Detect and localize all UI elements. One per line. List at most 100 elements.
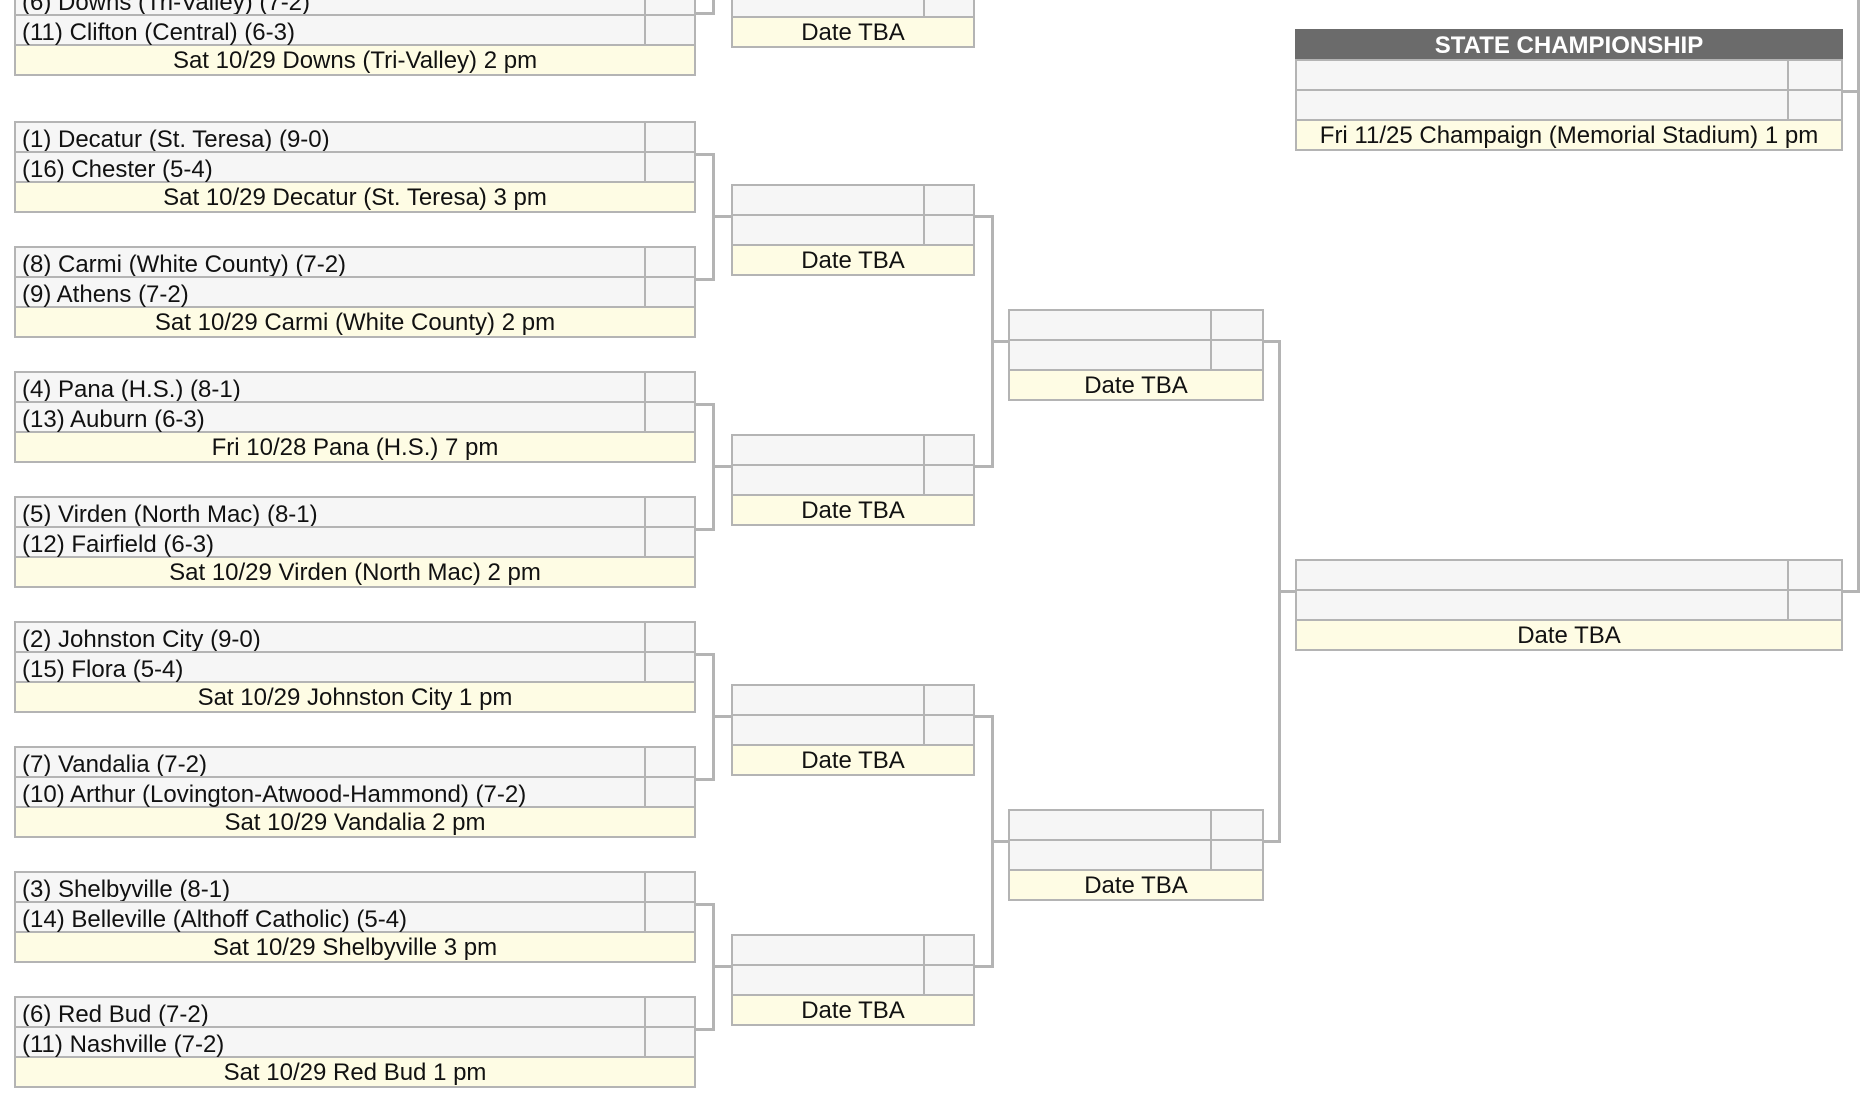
team-score: [644, 903, 694, 931]
bracket-line: [696, 528, 715, 531]
team-row[interactable]: [731, 714, 975, 746]
team-score: [1787, 91, 1841, 119]
team-row[interactable]: [1008, 339, 1264, 371]
team-score: [923, 686, 973, 714]
team-row[interactable]: (9) Athens (7-2): [14, 276, 696, 308]
team-row[interactable]: [731, 684, 975, 716]
team-score: [923, 936, 973, 964]
bracket-line: [712, 0, 715, 15]
game-info: Sat 10/29 Carmi (White County) 2 pm: [14, 306, 696, 338]
team-name: (2) Johnston City (9-0): [22, 626, 261, 653]
team-row[interactable]: [731, 0, 975, 18]
team-row[interactable]: (11) Clifton (Central) (6-3): [14, 14, 696, 46]
bracket-line: [696, 12, 715, 15]
team-row[interactable]: (13) Auburn (6-3): [14, 401, 696, 433]
first-round-game: (7) Vandalia (7-2) (10) Arthur (Lovingto…: [14, 746, 696, 838]
team-score: [644, 1028, 694, 1056]
bracket-line: [1264, 840, 1281, 843]
bracket-line: [991, 840, 1008, 843]
team-score: [923, 0, 973, 16]
team-row[interactable]: (1) Decatur (St. Teresa) (9-0): [14, 121, 696, 153]
team-row[interactable]: [1295, 59, 1843, 91]
team-row[interactable]: [731, 434, 975, 466]
semifinal-game: Date TBA: [1295, 559, 1843, 651]
game-info: Date TBA: [731, 244, 975, 276]
team-row[interactable]: (10) Arthur (Lovington-Atwood-Hammond) (…: [14, 776, 696, 808]
bracket-line: [1264, 340, 1281, 343]
game-info: Date TBA: [1295, 619, 1843, 651]
bracket-line: [696, 903, 715, 906]
team-row[interactable]: [1008, 309, 1264, 341]
game-info: Date TBA: [1008, 369, 1264, 401]
team-row[interactable]: [1295, 89, 1843, 121]
second-round-game: Date TBA: [731, 684, 975, 776]
first-round-game: (5) Virden (North Mac) (8-1) (12) Fairfi…: [14, 496, 696, 588]
bracket-line: [696, 403, 715, 406]
team-row[interactable]: [731, 214, 975, 246]
bracket-line: [1278, 590, 1295, 593]
bracket-line: [696, 153, 715, 156]
quarterfinal-game: Date TBA: [1008, 809, 1264, 901]
bracket-line: [696, 1028, 715, 1031]
first-round-game: (8) Carmi (White County) (7-2) (9) Athen…: [14, 246, 696, 338]
team-row[interactable]: [1008, 839, 1264, 871]
bracket-line: [696, 778, 715, 781]
team-row[interactable]: (2) Johnston City (9-0): [14, 621, 696, 653]
team-row[interactable]: (4) Pana (H.S.) (8-1): [14, 371, 696, 403]
team-row[interactable]: (7) Vandalia (7-2): [14, 746, 696, 778]
team-row[interactable]: (12) Fairfield (6-3): [14, 526, 696, 558]
bracket-line: [712, 715, 731, 718]
team-score: [644, 123, 694, 151]
team-row[interactable]: [731, 464, 975, 496]
team-row[interactable]: (15) Flora (5-4): [14, 651, 696, 683]
team-name: (3) Shelbyville (8-1): [22, 876, 231, 903]
team-score: [923, 186, 973, 214]
second-round-game: Date TBA: [731, 0, 975, 48]
game-info: Date TBA: [731, 16, 975, 48]
team-row[interactable]: [1295, 559, 1843, 591]
game-info: Date TBA: [731, 744, 975, 776]
game-info: Sat 10/29 Vandalia 2 pm: [14, 806, 696, 838]
championship-title: STATE CHAMPIONSHIP: [1295, 29, 1843, 60]
team-row[interactable]: [1295, 589, 1843, 621]
bracket-line: [975, 715, 994, 718]
team-score: [923, 216, 973, 244]
team-row[interactable]: (5) Virden (North Mac) (8-1): [14, 496, 696, 528]
team-name: (5) Virden (North Mac) (8-1): [22, 501, 318, 528]
team-score: [644, 498, 694, 526]
state-championship-game: STATE CHAMPIONSHIP Fri 11/25 Champaign (…: [1295, 29, 1843, 151]
team-score: [923, 436, 973, 464]
bracket-line: [712, 215, 731, 218]
team-score: [644, 998, 694, 1026]
team-row[interactable]: (3) Shelbyville (8-1): [14, 871, 696, 903]
team-row[interactable]: (8) Carmi (White County) (7-2): [14, 246, 696, 278]
team-row[interactable]: (16) Chester (5-4): [14, 151, 696, 183]
game-info: Sat 10/29 Red Bud 1 pm: [14, 1056, 696, 1088]
bracket-line: [975, 465, 994, 468]
team-row[interactable]: (11) Nashville (7-2): [14, 1026, 696, 1058]
game-info: Fri 11/25 Champaign (Memorial Stadium) 1…: [1295, 119, 1843, 151]
game-info: Date TBA: [731, 494, 975, 526]
first-round-game: (6) Red Bud (7-2) (11) Nashville (7-2) S…: [14, 996, 696, 1088]
first-round-game: (4) Pana (H.S.) (8-1) (13) Auburn (6-3) …: [14, 371, 696, 463]
team-score: [644, 373, 694, 401]
team-row[interactable]: [731, 964, 975, 996]
team-row[interactable]: [731, 184, 975, 216]
quarterfinal-game: Date TBA: [1008, 309, 1264, 401]
team-score: [644, 528, 694, 556]
bracket-line: [975, 965, 994, 968]
team-score: [1787, 561, 1841, 589]
game-info: Sat 10/29 Shelbyville 3 pm: [14, 931, 696, 963]
team-score: [1787, 61, 1841, 89]
team-row[interactable]: (6) Red Bud (7-2): [14, 996, 696, 1028]
team-name: (6) Red Bud (7-2): [22, 1001, 209, 1028]
team-name: (15) Flora (5-4): [22, 656, 184, 683]
team-score: [644, 248, 694, 276]
team-score: [644, 778, 694, 806]
team-row[interactable]: [731, 934, 975, 966]
team-row[interactable]: (14) Belleville (Althoff Catholic) (5-4): [14, 901, 696, 933]
team-row[interactable]: [1008, 809, 1264, 841]
team-score: [923, 716, 973, 744]
bracket-line: [1857, 0, 1860, 593]
second-round-game: Date TBA: [731, 934, 975, 1026]
